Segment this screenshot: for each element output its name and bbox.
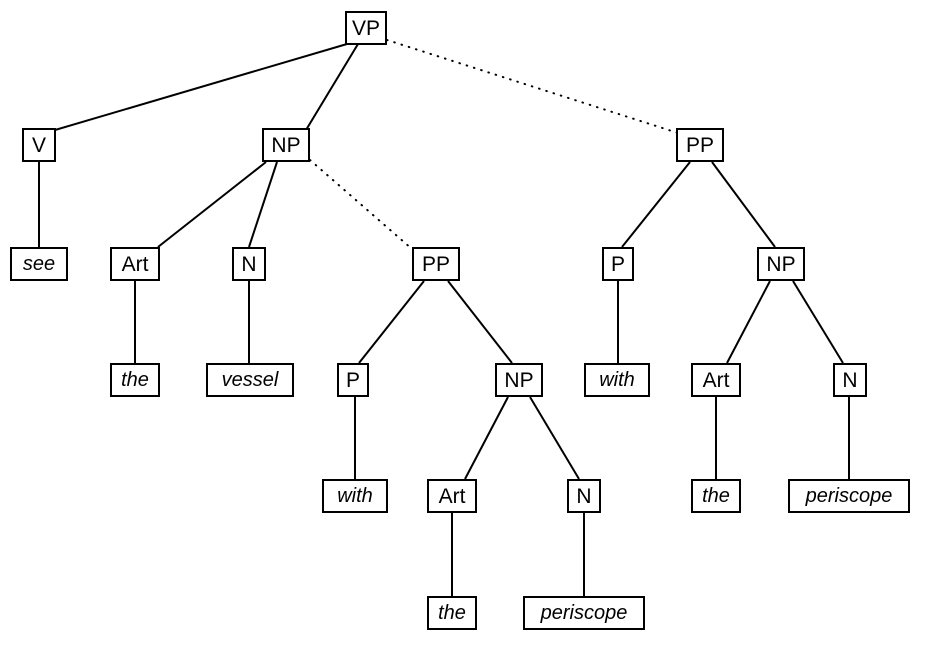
tree-node-n_mid: N bbox=[567, 479, 601, 513]
tree-node-p_mid: P bbox=[337, 363, 369, 397]
tree-node-pp_mid: PP bbox=[412, 247, 460, 281]
tree-node-vessel: vessel bbox=[206, 363, 294, 397]
tree-edge-pp-right-p bbox=[621, 161, 691, 248]
tree-node-with_m: with bbox=[322, 479, 388, 513]
tree-node-n1: N bbox=[232, 247, 266, 281]
tree-node-peri_m: periscope bbox=[523, 596, 645, 630]
tree-edge-np-n bbox=[248, 161, 278, 248]
tree-edge-vp-np bbox=[305, 43, 359, 131]
tree-edge-vp-v bbox=[54, 43, 348, 131]
tree-node-art_right: Art bbox=[691, 363, 741, 397]
tree-edge-np-mid-art bbox=[464, 396, 509, 480]
tree-node-np_mid: NP bbox=[495, 363, 543, 397]
tree-node-v: V bbox=[22, 128, 56, 162]
tree-node-np1: NP bbox=[262, 128, 310, 162]
tree-node-p_right: P bbox=[602, 247, 634, 281]
tree-edge-pp-mid-p bbox=[358, 280, 425, 364]
tree-node-vp: VP bbox=[345, 11, 387, 45]
tree-edge-np-pp-mid bbox=[309, 159, 413, 250]
tree-node-the_right: the bbox=[691, 479, 741, 513]
tree-node-pp_right: PP bbox=[676, 128, 724, 162]
tree-edge-np-right-art bbox=[726, 280, 771, 364]
tree-edge-np-mid-n bbox=[529, 396, 580, 480]
tree-edge-np-right-n bbox=[792, 280, 844, 364]
tree-node-art_mid: Art bbox=[427, 479, 477, 513]
tree-edge-pp-mid-np bbox=[447, 280, 513, 364]
tree-node-with_r: with bbox=[584, 363, 650, 397]
tree-node-n_right: N bbox=[833, 363, 867, 397]
tree-node-the1: the bbox=[110, 363, 160, 397]
tree-node-see: see bbox=[10, 247, 68, 281]
tree-node-np_right: NP bbox=[757, 247, 805, 281]
tree-node-the_mid: the bbox=[427, 596, 477, 630]
tree-edge-pp-right-np bbox=[711, 161, 776, 248]
tree-node-peri_r: periscope bbox=[788, 479, 910, 513]
tree-edge-np-art bbox=[157, 161, 267, 248]
tree-node-art1: Art bbox=[110, 247, 160, 281]
tree-edge-vp-pp-right bbox=[386, 39, 679, 134]
